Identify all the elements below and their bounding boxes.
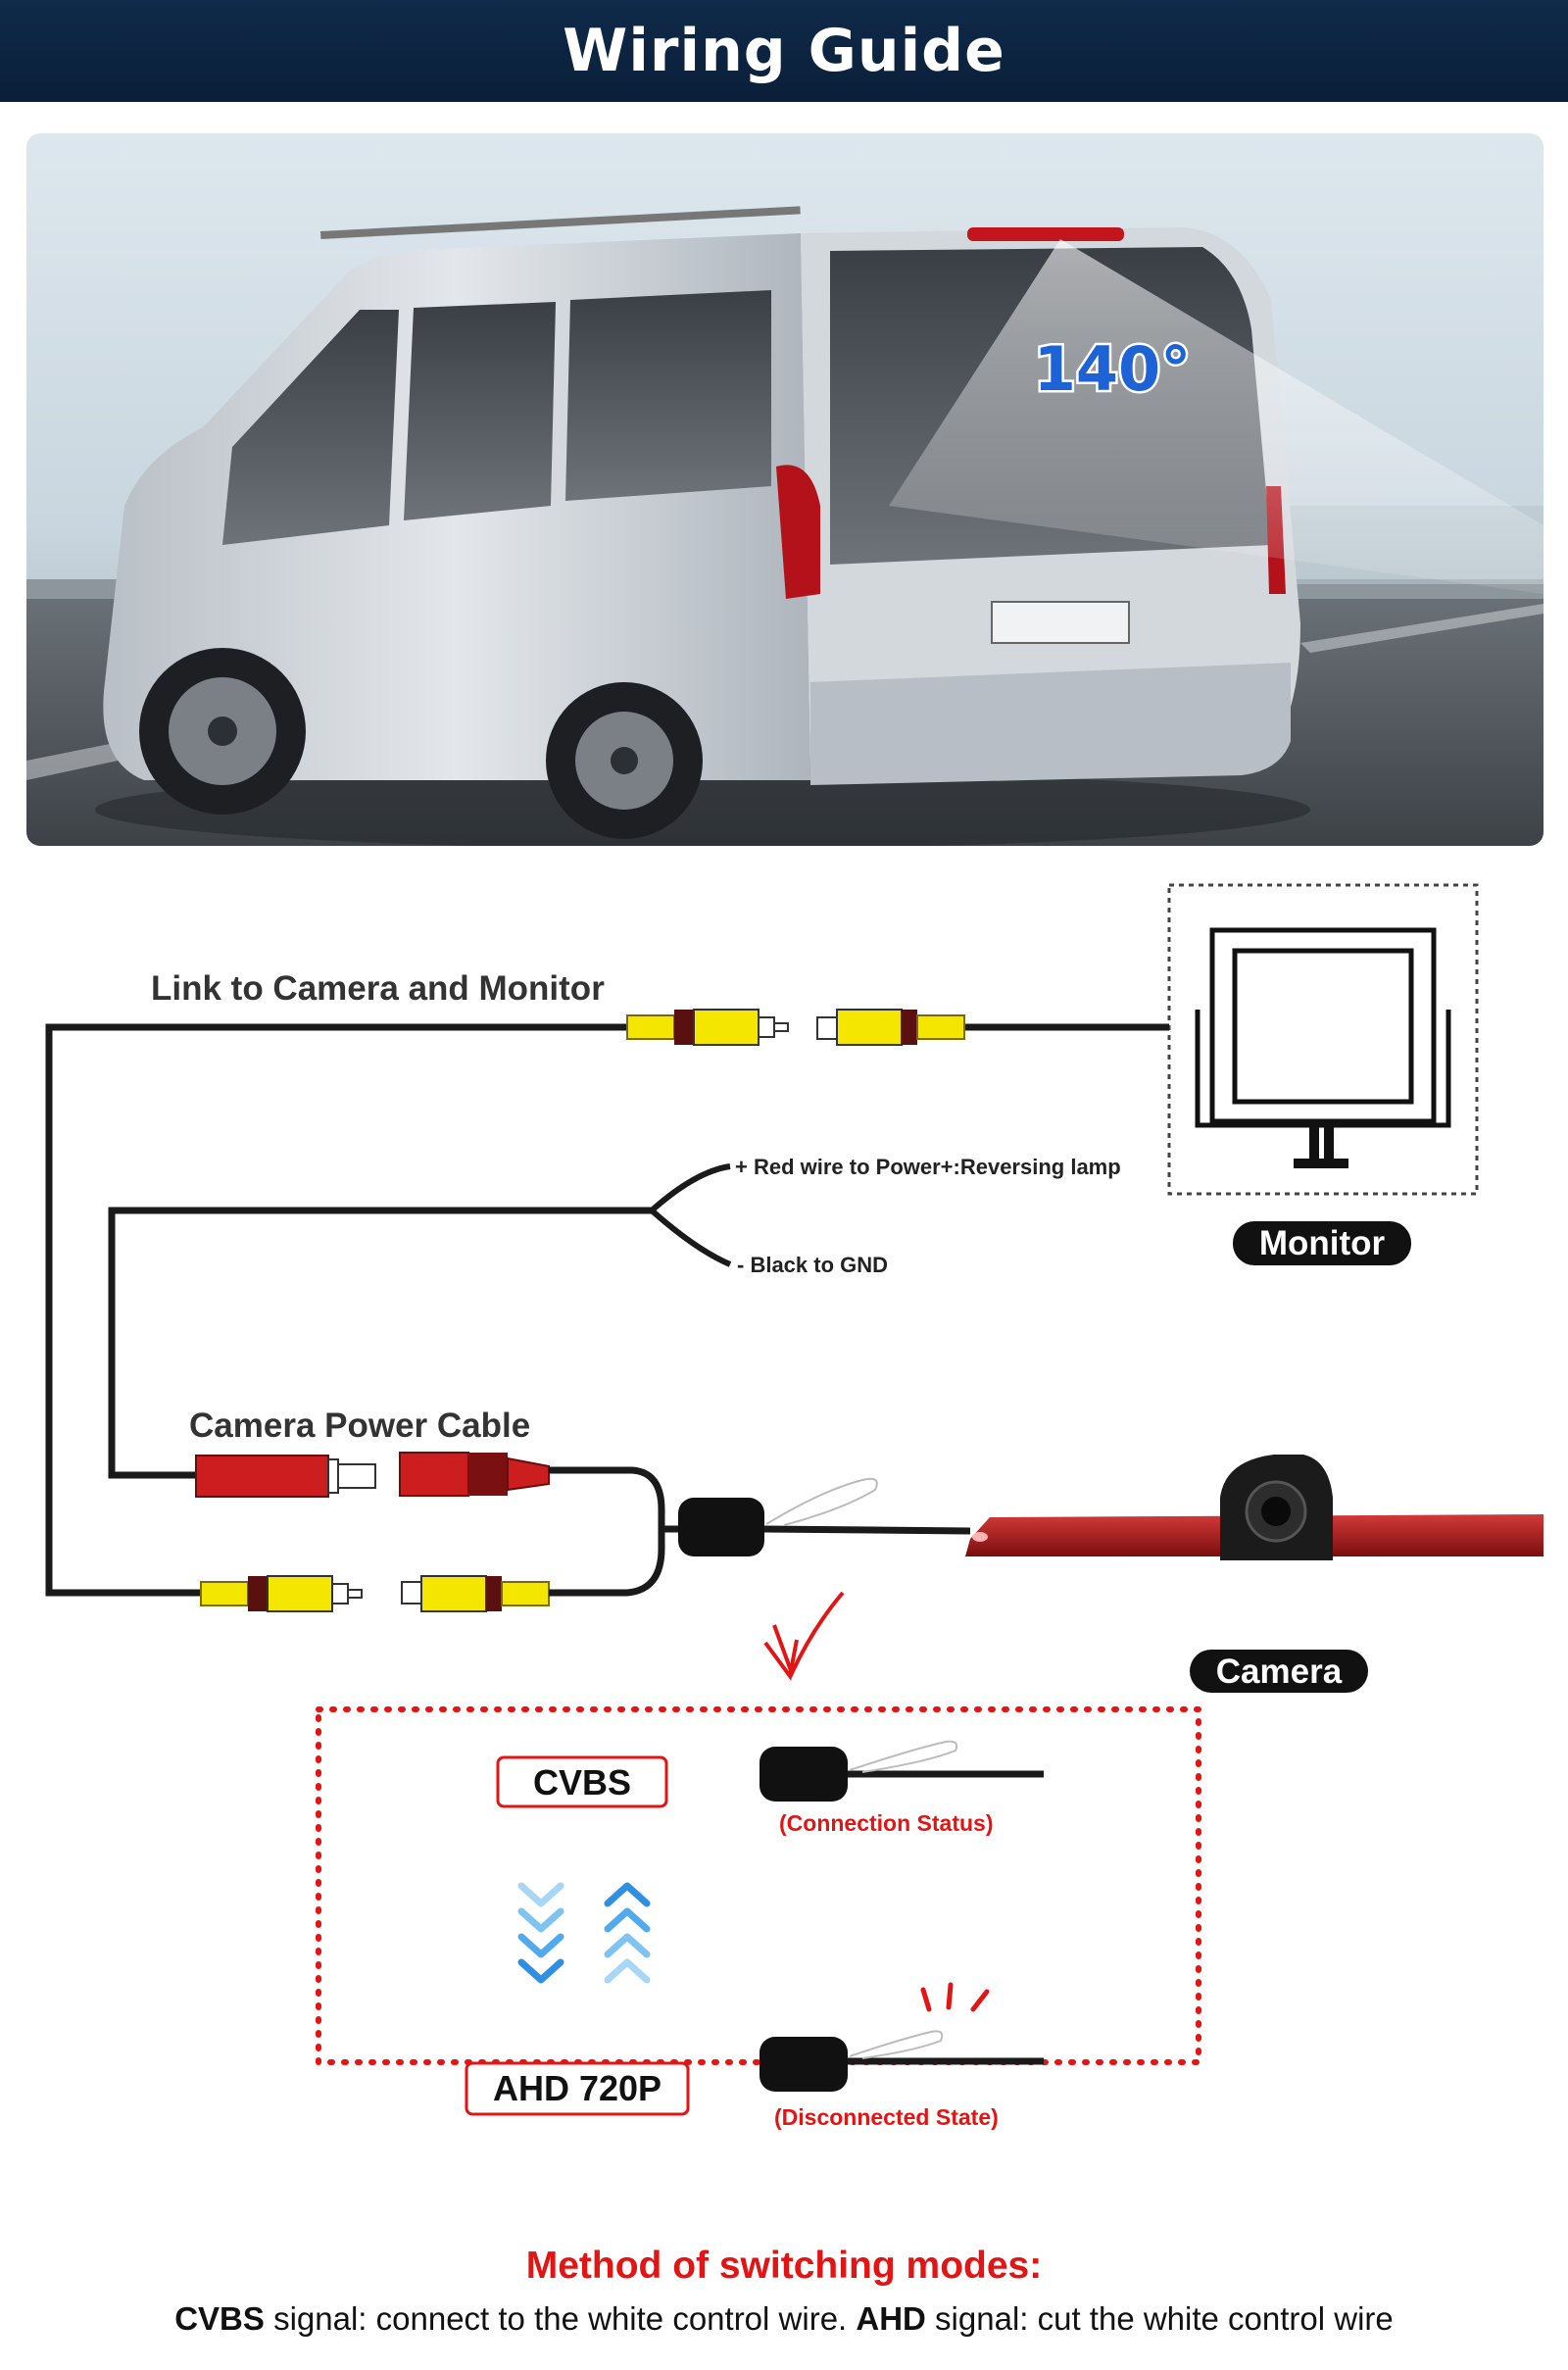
monitor-badge: Monitor xyxy=(1259,1224,1386,1262)
van-photo: 140° xyxy=(26,133,1544,846)
power-cable-label: Camera Power Cable xyxy=(189,1407,530,1445)
cvbs-term: CVBS xyxy=(174,2300,265,2337)
chevron-down-icon xyxy=(517,1882,564,1984)
camera-badge: Camera xyxy=(1216,1653,1343,1691)
cut-spark-icon xyxy=(920,1982,990,2012)
rca-connector-female-top xyxy=(816,1009,965,1046)
connection-status-caption: (Connection Status) xyxy=(779,1810,994,1836)
switch-module-disconnected xyxy=(760,2037,848,2092)
rca-connector-female-bottom xyxy=(401,1575,550,1612)
ahd-term: AHD xyxy=(856,2300,926,2337)
monitor-frame xyxy=(1167,883,1479,1196)
switching-method-title: Method of switching modes: xyxy=(525,2245,1043,2287)
view-angle-label: 140° xyxy=(1034,333,1191,405)
switch-module-connected xyxy=(760,1747,848,1802)
dc-connector-male xyxy=(195,1455,376,1498)
power-wire xyxy=(108,1207,652,1479)
mode-switch-box xyxy=(316,1706,1201,2065)
camera-switch-module xyxy=(678,1498,764,1556)
rca-connector-male-bottom xyxy=(200,1575,363,1612)
wiring-diagram: Monitor Link to Camera and Monitor + Red… xyxy=(45,883,1544,2130)
check-arrow-icon xyxy=(772,1591,845,1679)
black-wire-label: - Black to GND xyxy=(737,1253,888,1277)
switching-method-description: CVBS signal: connect to the white contro… xyxy=(0,2300,1568,2338)
link-label: Link to Camera and Monitor xyxy=(151,969,605,1008)
red-wire-label: + Red wire to Power+:Reversing lamp xyxy=(735,1155,1121,1179)
cvbs-mode-label: CVBS xyxy=(533,1762,631,1802)
ahd-mode-label: AHD 720P xyxy=(493,2068,662,2108)
header-bar: Wiring Guide xyxy=(0,0,1568,102)
cvbs-instruction: signal: connect to the white control wir… xyxy=(264,2300,857,2337)
camera-brake-light xyxy=(965,1455,1544,1560)
link-wire xyxy=(45,1023,627,1597)
rca-connector-male-top xyxy=(626,1009,789,1046)
page-title: Wiring Guide xyxy=(563,17,1005,85)
dc-connector-female xyxy=(399,1452,550,1497)
disconnected-state-caption: (Disconnected State) xyxy=(774,2104,999,2130)
monitor-icon xyxy=(1195,927,1451,1168)
chevron-up-icon xyxy=(604,1882,651,1984)
ahd-instruction: signal: cut the white control wire xyxy=(925,2300,1394,2337)
